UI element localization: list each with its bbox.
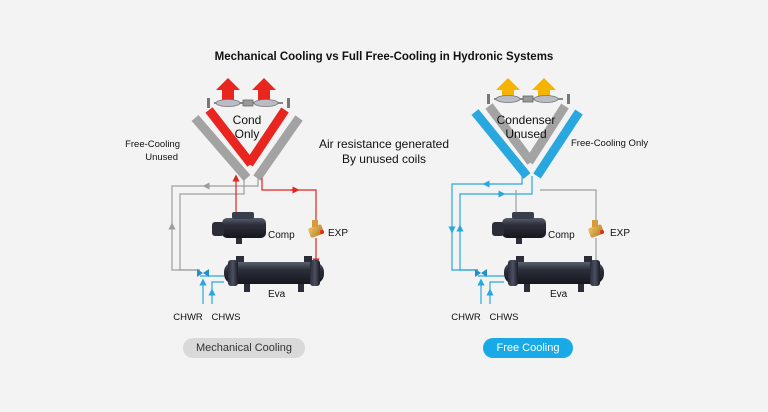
coil-label: Cond — [233, 113, 262, 127]
free-cooling-panel: Condenser Unused Free-Cooling Only Comp — [448, 78, 648, 323]
mechanical-cooling-badge: Mechanical Cooling — [183, 338, 305, 358]
evaporator-label: Eva — [550, 289, 568, 300]
three-way-valve-icon — [197, 269, 209, 277]
air-up-arrow — [252, 78, 276, 102]
expansion-valve-label: EXP — [328, 228, 348, 239]
chwr-label: CHWR — [451, 312, 481, 323]
expansion-valve-icon — [588, 220, 604, 238]
evaporator-icon — [504, 256, 604, 292]
compressor-label: Comp — [548, 230, 575, 241]
v-coil-left — [191, 107, 303, 181]
compressor-icon — [492, 212, 546, 244]
compressor-icon — [212, 212, 266, 244]
side-label: Free-Cooling — [125, 139, 180, 150]
chwr-label: CHWR — [173, 312, 203, 323]
refrigerant-loop — [515, 189, 597, 262]
free-cooling-loop — [448, 176, 533, 271]
air-resistance-note: Air resistance generated — [319, 137, 449, 151]
side-label: Free-Cooling Only — [571, 138, 648, 149]
air-up-arrow — [216, 78, 240, 102]
compressor-label: Comp — [268, 230, 295, 241]
expansion-valve-label: EXP — [610, 228, 630, 239]
fan-icon — [487, 94, 570, 104]
diagram-title: Mechanical Cooling vs Full Free-Cooling … — [215, 51, 554, 63]
chws-label: CHWS — [211, 312, 240, 323]
evaporator-label: Eva — [268, 289, 286, 300]
coil-label: Condenser — [497, 113, 556, 127]
hot-air-arrows — [216, 78, 276, 102]
chilled-water-lines — [199, 275, 224, 304]
mechanical-cooling-panel: Cond Only Free-Cooling Unused Comp — [125, 78, 348, 323]
v-coil-right — [471, 103, 583, 179]
coil-label: Unused — [505, 127, 546, 141]
chws-label: CHWS — [489, 312, 518, 323]
air-resistance-note: By unused coils — [342, 152, 426, 166]
free-cooling-loop — [168, 176, 259, 271]
free-cooling-badge: Free Cooling — [483, 338, 573, 358]
coil-label: Only — [235, 127, 260, 141]
three-way-valve-icon — [475, 269, 487, 277]
side-label: Unused — [145, 152, 178, 163]
chilled-water-lines — [477, 275, 504, 304]
fan-icon — [207, 98, 290, 108]
evaporator-icon — [224, 256, 324, 292]
expansion-valve-icon — [308, 220, 324, 238]
